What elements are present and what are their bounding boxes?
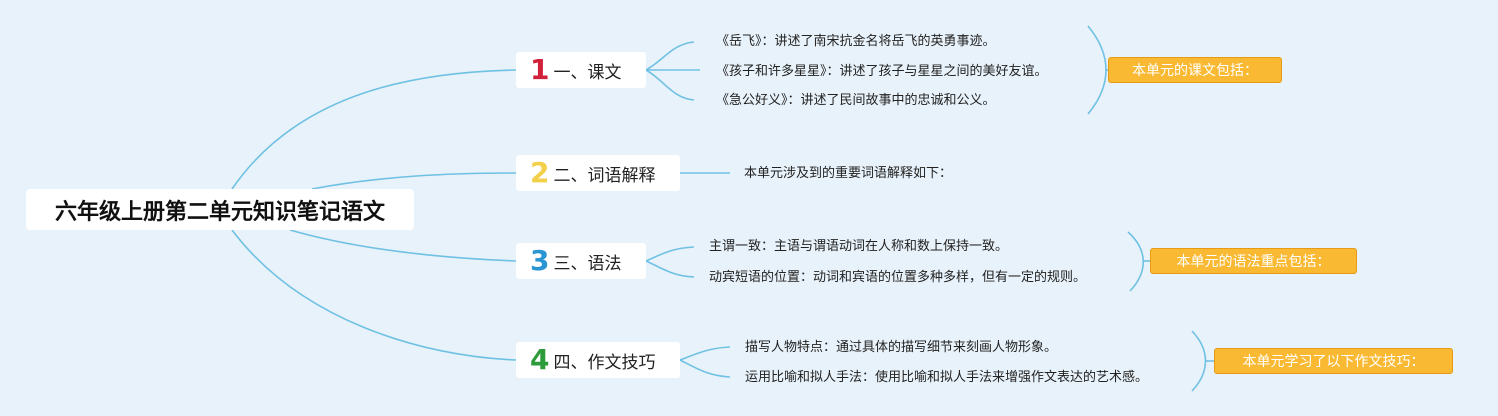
root-title: 六年级上册第二单元知识笔记语文 bbox=[54, 199, 385, 225]
root-topic[interactable]: 六年级上册第二单元知识笔记语文 bbox=[26, 189, 414, 230]
leaf-1-1[interactable]: 《岳飞》：讲述了南宋抗金名将岳飞的英勇事迹。 bbox=[716, 34, 996, 49]
connector-b1-leaf3 bbox=[645, 69, 695, 101]
leaf-3-1[interactable]: 主谓一致：主语与谓语动词在人称和数上保持一致。 bbox=[709, 239, 1009, 254]
connector-b3-leaf1 bbox=[645, 246, 695, 262]
summary-1[interactable]: 本单元的课文包括： bbox=[1108, 57, 1282, 83]
leaf-3-2[interactable]: 动宾短语的位置：动词和宾语的位置多种多样，但有一定的规则。 bbox=[709, 270, 1087, 285]
connector-root-branch3 bbox=[289, 229, 517, 262]
branch-number-4: 4 bbox=[530, 343, 550, 376]
branch-4[interactable]: 4 四、作文技巧 bbox=[516, 342, 680, 378]
connector-b4-leaf2 bbox=[679, 359, 731, 378]
connector-root-branch1 bbox=[231, 69, 517, 190]
branch-1[interactable]: 1 一、课文 bbox=[516, 52, 646, 88]
leaf-1-2[interactable]: 《孩子和许多星星》：讲述了孩子与星星之间的美好友谊。 bbox=[716, 64, 1048, 79]
branch-number-2: 2 bbox=[530, 156, 550, 189]
branch-label-4: 四、作文技巧 bbox=[553, 352, 656, 373]
connector-root-branch4 bbox=[231, 229, 517, 361]
leaf-4-1[interactable]: 描写人物特点：通过具体的描写细节来刻画人物形象。 bbox=[745, 340, 1058, 355]
summary-bracket-3 bbox=[1127, 231, 1144, 292]
summary-bracket-4 bbox=[1191, 330, 1207, 392]
connector-b1-leaf1 bbox=[645, 41, 695, 71]
leaf-1-3[interactable]: 《急公好义》：讲述了民间故事中的忠诚和公义。 bbox=[716, 93, 996, 108]
leaf-4-2[interactable]: 运用比喻和拟人手法：使用比喻和拟人手法来增强作文表达的艺术感。 bbox=[745, 370, 1149, 385]
branch-3[interactable]: 3 三、语法 bbox=[516, 243, 646, 279]
branch-label-3: 三、语法 bbox=[553, 253, 622, 274]
branch-number-3: 3 bbox=[530, 244, 550, 277]
connector-b3-leaf2 bbox=[645, 260, 695, 278]
summary-bracket-1 bbox=[1087, 25, 1107, 115]
connector-b4-leaf1 bbox=[679, 346, 731, 361]
branch-2[interactable]: 2 二、词语解释 bbox=[516, 155, 680, 191]
summary-4[interactable]: 本单元学习了以下作文技巧： bbox=[1214, 348, 1453, 374]
summary-3[interactable]: 本单元的语法重点包括： bbox=[1150, 248, 1357, 274]
branch-label-1: 一、课文 bbox=[553, 62, 622, 83]
leaf-2-1[interactable]: 本单元涉及到的重要词语解释如下： bbox=[744, 166, 953, 181]
connector-root-branch2 bbox=[311, 172, 517, 190]
branch-number-1: 1 bbox=[530, 53, 550, 86]
branch-label-2: 二、词语解释 bbox=[553, 165, 656, 186]
